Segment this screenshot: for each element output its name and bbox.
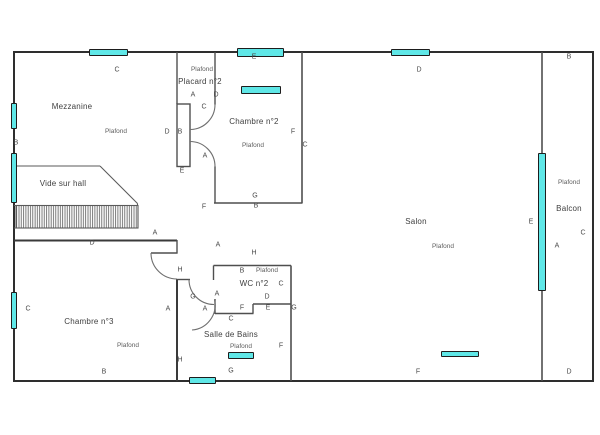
stairs-and-void bbox=[14, 165, 139, 229]
door-arcs bbox=[150, 104, 216, 331]
stairs-hatch bbox=[15, 204, 139, 229]
interior-walls bbox=[14, 52, 543, 381]
